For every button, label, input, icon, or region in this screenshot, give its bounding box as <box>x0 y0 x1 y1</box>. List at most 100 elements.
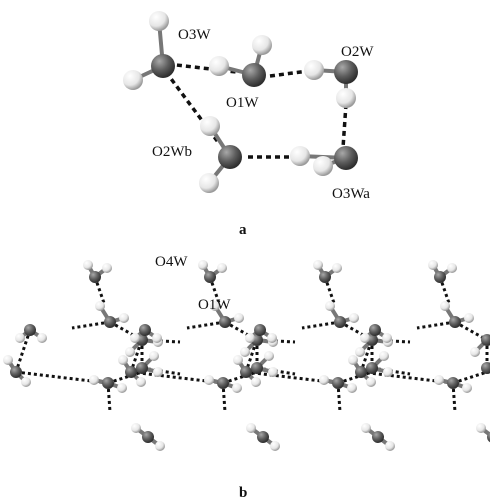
hydrogen-atom <box>428 260 438 270</box>
hydrogen-atom <box>15 333 25 343</box>
label-o1w-b: O1W <box>198 297 231 313</box>
hydrogen-atom <box>332 263 342 273</box>
hydrogen-atom <box>447 263 457 273</box>
oxygen-atom <box>139 324 151 336</box>
oxygen-atom <box>449 316 461 328</box>
hydrogen-atom <box>155 441 165 451</box>
oxygen-atom-o3w <box>151 54 175 78</box>
hydrogen-atom <box>366 377 376 387</box>
water-molecule-o1w <box>209 35 272 87</box>
hydrogen-atom <box>102 263 112 273</box>
chain-atoms <box>3 260 490 451</box>
hydrogen-atom <box>355 347 365 357</box>
hydrogen-atom <box>123 70 143 90</box>
hydrogen-atom <box>361 423 371 433</box>
hydrogen-atom <box>204 375 214 385</box>
hydrogen-atom <box>209 56 229 76</box>
oxygen-atom <box>319 271 331 283</box>
hydrogen-atom <box>152 333 162 343</box>
hydrogen-bond <box>221 382 227 413</box>
hydrogen-atom <box>347 383 357 393</box>
hydrogen-atom <box>246 423 256 433</box>
hydrogen-bond <box>93 276 106 304</box>
oxygen-atom <box>257 431 269 443</box>
oxygen-atom <box>481 362 490 374</box>
hydrogen-atom <box>270 441 280 451</box>
hydrogen-atom <box>251 377 261 387</box>
hydrogen-atom <box>379 351 389 361</box>
water-molecule-o3w <box>123 11 175 90</box>
hydrogen-atom <box>464 313 474 323</box>
hydrogen-atom <box>37 333 47 343</box>
hydrogen-atom <box>3 355 13 365</box>
label-o3wa: O3Wa <box>332 186 370 202</box>
oxygen-atom <box>219 316 231 328</box>
hydrogen-atom <box>119 313 129 323</box>
hbond-o2w-o3wa <box>341 103 348 149</box>
panel-b-diagram: O4W O1W b <box>3 254 490 501</box>
oxygen-atom <box>10 366 22 378</box>
label-o1w: O1W <box>226 95 259 111</box>
hydrogen-atom <box>117 383 127 393</box>
hydrogen-bond <box>208 276 221 304</box>
oxygen-atom <box>254 324 266 336</box>
hydrogen-atom <box>234 313 244 323</box>
hydrogen-atom <box>89 375 99 385</box>
hydrogen-atom <box>83 260 93 270</box>
oxygen-atom <box>334 316 346 328</box>
hydrogen-bond <box>454 320 488 342</box>
hydrogen-atom <box>325 301 335 311</box>
hydrogen-atom <box>131 423 141 433</box>
oxygen-atom <box>142 431 154 443</box>
label-o4w: O4W <box>155 254 188 270</box>
oxygen-atom-o1w <box>242 63 266 87</box>
hydrogen-atom <box>136 377 146 387</box>
hydrogen-atom <box>210 301 220 311</box>
oxygen-atom <box>240 366 252 378</box>
hydrogen-bond <box>71 320 111 330</box>
hydrogen-atom <box>125 347 135 357</box>
caption-b: b <box>239 485 247 501</box>
hydrogen-atom <box>240 347 250 357</box>
hydrogen-atom <box>383 367 393 377</box>
hydrogen-bond <box>451 382 457 413</box>
hydrogen-bond <box>106 382 112 413</box>
hydrogen-atom <box>149 351 159 361</box>
oxygen-atom <box>104 316 116 328</box>
hydrogen-bond <box>14 329 32 373</box>
hydrogen-atom <box>348 355 358 365</box>
panel-a-diagram: O3W O1W O2W O2Wb O3Wa a <box>123 11 374 238</box>
hydrogen-atom <box>434 375 444 385</box>
hydrogen-atom <box>319 375 329 385</box>
hydrogen-atom <box>385 441 395 451</box>
hydrogen-atom <box>313 156 333 176</box>
oxygen-atom <box>481 334 490 346</box>
label-o2w: O2W <box>341 44 374 60</box>
hydrogen-atom <box>349 313 359 323</box>
oxygen-atom <box>125 366 137 378</box>
hydrogen-atom <box>245 333 255 343</box>
hydrogen-atom <box>21 377 31 387</box>
hydrogen-atom <box>200 116 220 136</box>
oxygen-atom <box>366 362 378 374</box>
label-o3w: O3W <box>178 27 211 43</box>
hydrogen-atom <box>462 383 472 393</box>
oxygen-atom <box>102 377 114 389</box>
oxygen-atom <box>372 431 384 443</box>
oxygen-atom-o3wa <box>334 146 358 170</box>
hydrogen-bond <box>186 320 226 330</box>
hydrogen-atom <box>199 173 219 193</box>
hydrogen-atom <box>336 88 356 108</box>
oxygen-atom-o2w <box>334 60 358 84</box>
oxygen-atom <box>217 377 229 389</box>
hydrogen-atom <box>252 35 272 55</box>
hydrogen-atom <box>149 11 169 31</box>
hydrogen-atom <box>313 260 323 270</box>
hydrogen-atom <box>304 60 324 80</box>
hydrogen-atom <box>476 423 486 433</box>
hydrogen-bond <box>336 382 342 413</box>
water-molecule-o2wb <box>199 116 242 193</box>
hydrogen-atom <box>382 333 392 343</box>
oxygen-atom <box>355 366 367 378</box>
